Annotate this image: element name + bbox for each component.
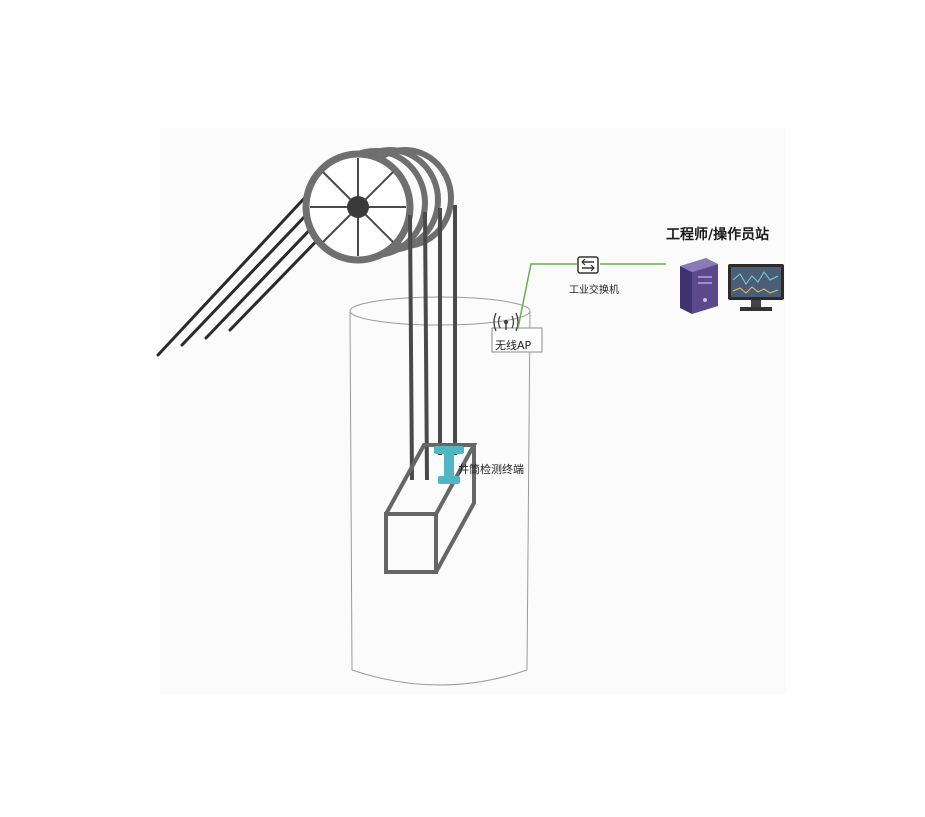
network-links <box>517 263 666 329</box>
terminal-icon <box>434 446 464 484</box>
pulley-front <box>302 150 414 264</box>
switch-label: 工业交换机 <box>569 285 619 296</box>
hoist-ropes-vertical <box>408 205 457 481</box>
shaft-terminal-label: 井筒检测终端 <box>458 463 524 476</box>
wireless-ap-label: 无线AP <box>495 339 532 352</box>
wireless-ap-icon <box>491 312 543 353</box>
background-panel <box>160 128 786 694</box>
pc-tower-icon <box>680 258 718 314</box>
switch-icon <box>577 256 599 274</box>
workstation-label: 工程师/操作员站 <box>666 227 770 243</box>
monitor-icon <box>728 264 784 311</box>
